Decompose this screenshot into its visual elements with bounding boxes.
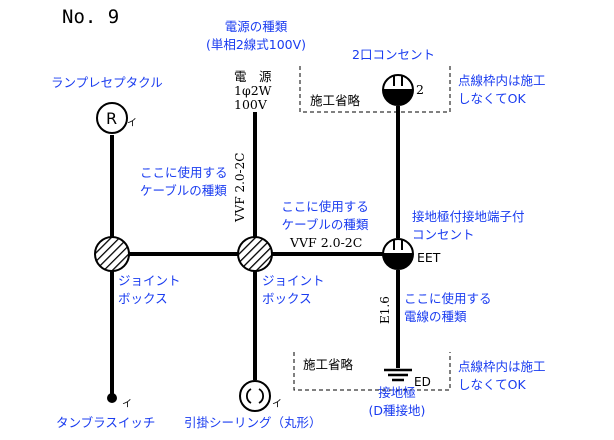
i-mark-lamp: イ bbox=[127, 118, 137, 129]
cable-vertical-label: VVF 2.0-2C bbox=[233, 152, 247, 222]
wire-ground-label: E1.6 bbox=[378, 296, 392, 324]
joint-box-1-line-1: ジョイント bbox=[118, 273, 181, 288]
label-joint-box-2: ジョイント ボックス bbox=[262, 272, 325, 308]
cable-type-2-line-2: ケーブルの種類 bbox=[281, 217, 369, 232]
label-dashed-note-1: 点線枠内は施工 しなくてOK bbox=[458, 72, 546, 108]
joint-box-2-line-1: ジョイント bbox=[262, 273, 325, 288]
label-ground-outlet: 接地極付接地端子付 コンセント bbox=[412, 208, 525, 244]
label-ground-electrode: 接地極 (D種接地) bbox=[352, 384, 442, 420]
i-mark-switch: イ bbox=[122, 399, 132, 410]
dashed-note-1-line-1: 点線枠内は施工 bbox=[458, 73, 546, 88]
label-duplex-outlet: 2口コンセント bbox=[352, 47, 435, 62]
power-spec-line-3: 100V bbox=[234, 97, 267, 112]
eet-outlet-symbol bbox=[382, 238, 414, 270]
power-type-line-2: (単相2線式100V) bbox=[205, 37, 307, 52]
dashed-frame-bottom bbox=[293, 352, 451, 391]
ground-electrode-line-1: 接地極 bbox=[378, 385, 416, 400]
label-ceiling: 引掛シーリング（丸形） bbox=[184, 415, 322, 430]
dashed-note-2-line-2: しなくてOK bbox=[458, 377, 526, 392]
label-lamp-receptacle: ランプレセプタクル bbox=[51, 75, 163, 90]
outlet-count: 2 bbox=[416, 82, 424, 97]
cable-horizontal-label: VVF 2.0-2C bbox=[290, 235, 363, 250]
i-mark-ceiling: イ bbox=[272, 399, 282, 410]
ground-electrode-symbol bbox=[384, 368, 412, 382]
tumbler-switch-symbol bbox=[107, 393, 117, 403]
label-power-spec: 電 源 1φ2W 100V bbox=[234, 70, 272, 112]
label-cable-type-2: ここに使用する ケーブルの種類 bbox=[270, 198, 380, 234]
dashed-note-1-line-2: しなくてOK bbox=[458, 91, 526, 106]
joint-box-2-line-2: ボックス bbox=[262, 291, 312, 306]
ceiling-symbol bbox=[239, 380, 271, 412]
cable-type-1-line-1: ここに使用する bbox=[140, 165, 228, 180]
omit-label-top: 施工省略 bbox=[310, 93, 361, 108]
cable-type-2-line-1: ここに使用する bbox=[281, 199, 369, 214]
ground-symbol-label: ED bbox=[414, 375, 431, 389]
eet-label: EET bbox=[417, 250, 441, 265]
ground-outlet-line-1: 接地極付接地端子付 bbox=[412, 209, 525, 224]
wire-type-line-2: 電線の種類 bbox=[404, 309, 467, 324]
dashed-note-2-line-1: 点線枠内は施工 bbox=[458, 359, 546, 374]
cable-type-1-line-2: ケーブルの種類 bbox=[140, 183, 227, 198]
wire-type-line-1: ここに使用する bbox=[404, 291, 492, 306]
label-wire-type: ここに使用する 電線の種類 bbox=[404, 290, 492, 326]
label-tumbler-switch: タンブラスイッチ bbox=[56, 415, 156, 430]
label-cable-type-1: ここに使用する ケーブルの種類 bbox=[140, 164, 228, 200]
omit-label-bottom: 施工省略 bbox=[303, 357, 354, 372]
label-joint-box-1: ジョイント ボックス bbox=[118, 272, 181, 308]
joint-box-1-symbol bbox=[94, 236, 130, 272]
ground-electrode-line-2: (D種接地) bbox=[368, 403, 426, 418]
lamp-receptacle-symbol bbox=[96, 102, 128, 134]
joint-box-1-line-2: ボックス bbox=[118, 291, 168, 306]
power-type-line-1: 電源の種類 bbox=[224, 19, 288, 34]
label-dashed-note-2: 点線枠内は施工 しなくてOK bbox=[458, 358, 546, 394]
label-power-type: 電源の種類 (単相2線式100V) bbox=[196, 18, 316, 54]
diagram-title: No. 9 bbox=[62, 6, 120, 28]
dashed-frame-top bbox=[299, 66, 451, 113]
joint-box-2-symbol bbox=[237, 236, 273, 272]
lamp-letter: R bbox=[106, 109, 118, 128]
power-spec-line-1: 電 源 bbox=[234, 69, 272, 84]
ground-outlet-line-2: コンセント bbox=[412, 227, 475, 242]
duplex-outlet-symbol bbox=[382, 74, 414, 106]
power-spec-line-2: 1φ2W bbox=[234, 83, 272, 98]
